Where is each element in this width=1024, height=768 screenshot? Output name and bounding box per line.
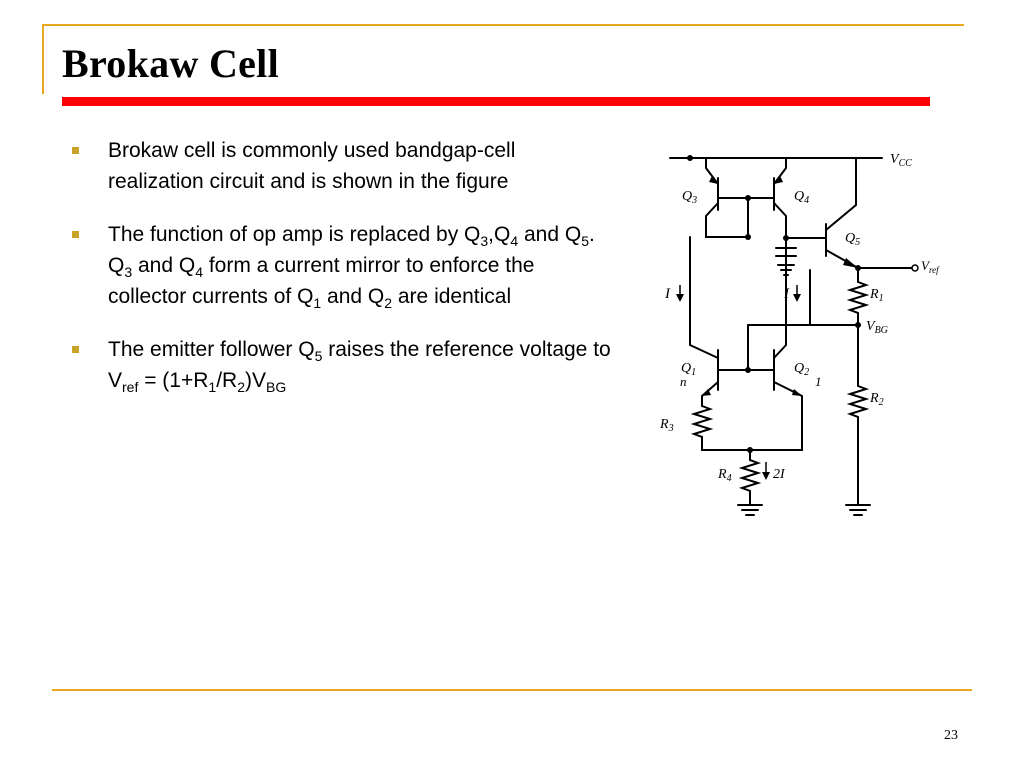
tail-current-label: 2I	[773, 467, 786, 482]
bullet-item-2: The function of op amp is replaced by Q3…	[70, 219, 615, 312]
subscript: ref	[122, 379, 139, 395]
bullet-text-part: are identical	[392, 285, 512, 308]
q4-emitter-arrow-icon	[774, 176, 783, 184]
current-arrow-icon	[762, 472, 770, 480]
subscript: 1	[313, 295, 322, 311]
r4-resistor	[738, 449, 762, 506]
square-bullet-icon	[72, 231, 79, 238]
slide-title: Brokaw Cell	[62, 41, 280, 86]
junction-dot	[745, 195, 751, 201]
q2-emitter	[749, 381, 803, 451]
junction-dot	[783, 235, 789, 241]
r2-resistor	[846, 385, 870, 506]
r1-resistor	[846, 281, 870, 387]
q2-emitter-arrow-icon	[792, 389, 802, 396]
base-node-wire	[809, 269, 859, 326]
q1-emitter-arrow-icon	[702, 389, 711, 396]
q5-emitter-arrow-icon	[843, 258, 858, 268]
junction-dot	[747, 447, 753, 453]
q2-collector	[773, 329, 787, 359]
bullet-text-part: and Q	[518, 223, 582, 246]
title-underline-bar	[62, 97, 930, 106]
footer-rule	[52, 689, 972, 691]
bullet-text-part: /R	[216, 369, 238, 392]
q2-area-ratio-label: 1	[815, 374, 822, 389]
vcc-label: VCC	[890, 152, 912, 169]
r3-resistor	[690, 405, 751, 451]
q1-area-ratio-label: n	[680, 374, 687, 389]
junction-dot	[687, 155, 693, 161]
r4-label: R4	[717, 467, 732, 484]
q1-collector	[689, 314, 719, 359]
bullet-list: Brokaw cell is commonly used bandgap-cel…	[70, 135, 615, 418]
subscript: 3	[480, 233, 489, 249]
junction-dot	[855, 322, 861, 328]
bullet-text-part: raises the reference voltage to V	[108, 338, 611, 392]
frame-top-line	[42, 24, 964, 26]
current-label-left: I	[664, 286, 671, 302]
current-arrow-icon	[793, 294, 801, 302]
q3-emitter-arrow-icon	[709, 176, 718, 184]
bullet-text-part: The emitter follower Q	[108, 338, 315, 361]
page-number: 23	[944, 728, 958, 743]
bullet-text-part: and Q	[321, 285, 385, 308]
frame-left-line	[42, 24, 44, 94]
q4-collector	[773, 202, 787, 331]
r1-label: R1	[869, 287, 884, 304]
vbg-label: VBG	[866, 319, 888, 336]
bullet-text-part: )V	[245, 369, 266, 392]
bullet-item-1: Brokaw cell is commonly used bandgap-cel…	[70, 135, 615, 197]
subscript: 1	[208, 379, 217, 395]
bullet-text: Brokaw cell is commonly used bandgap-cel…	[108, 139, 516, 193]
ground-icon	[845, 504, 871, 516]
subscript: 3	[124, 264, 133, 280]
r2-label: R2	[869, 391, 884, 408]
r3-label: R3	[659, 417, 674, 434]
bullet-text-part: = (1+R	[138, 369, 209, 392]
ground-icon	[737, 504, 763, 516]
junction-dot	[745, 367, 751, 373]
subscript: 2	[384, 295, 393, 311]
subscript: 4	[195, 264, 203, 280]
brokaw-cell-schematic: VCC Vref VBG Q3 Q4 Q5 Q1 Q2 R1 R2 R3 R4 …	[659, 152, 940, 516]
q5-collector	[825, 157, 857, 231]
q3-label: Q3	[682, 189, 697, 206]
bullet-text-part: form a current mirror to enforce the col…	[108, 254, 535, 308]
subscript: 5	[581, 233, 589, 249]
subscript: 2	[237, 379, 245, 395]
bullet-text-part: The function of op amp is replaced by Q	[108, 223, 481, 246]
junction-dot	[745, 234, 751, 240]
bullet-text-part: . Q	[108, 223, 595, 277]
q4-label: Q4	[794, 189, 809, 206]
current-label-right: I	[783, 286, 790, 302]
q1-label: Q1	[681, 361, 696, 378]
vref-terminal	[911, 264, 919, 272]
q2-label: Q2	[794, 361, 809, 378]
subscript: 4	[510, 233, 519, 249]
bullet-item-3: The emitter follower Q5 raises the refer…	[70, 334, 615, 396]
bullet-text-part: ,Q	[488, 223, 511, 246]
square-bullet-icon	[72, 147, 79, 154]
subscript: 5	[314, 348, 323, 364]
square-bullet-icon	[72, 346, 79, 353]
vref-label: Vref	[921, 258, 940, 275]
ground-icon	[777, 255, 795, 276]
q3-collector	[705, 202, 749, 238]
bullet-text-part: and Q	[132, 254, 196, 277]
current-arrow-icon	[676, 294, 684, 302]
subscript: BG	[266, 379, 287, 395]
q5-label: Q5	[845, 231, 860, 248]
